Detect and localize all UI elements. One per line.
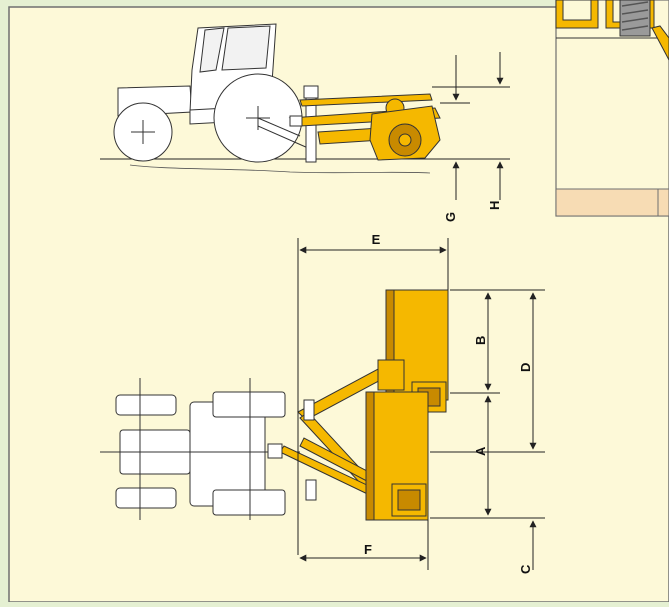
mower-head-lower xyxy=(365,391,429,521)
dimension-label-h: H xyxy=(487,201,502,210)
inset-panel xyxy=(555,0,669,217)
tractor-top xyxy=(100,378,300,520)
dimension-label-g: G xyxy=(443,212,458,222)
dimension-label-f: F xyxy=(364,542,372,557)
dimension-label-c: C xyxy=(518,564,533,574)
top-view: E F B A D C xyxy=(100,232,545,574)
dimension-label-e: E xyxy=(372,232,381,247)
dimension-label-b: B xyxy=(473,336,488,345)
tractor-side xyxy=(113,23,309,163)
top-dimension-lines xyxy=(297,238,545,570)
dimension-label-d: D xyxy=(518,363,533,372)
side-dimension-lines xyxy=(420,52,510,200)
mower-side xyxy=(288,85,441,163)
dimension-label-a: A xyxy=(473,446,488,456)
side-view: G H xyxy=(100,23,510,222)
